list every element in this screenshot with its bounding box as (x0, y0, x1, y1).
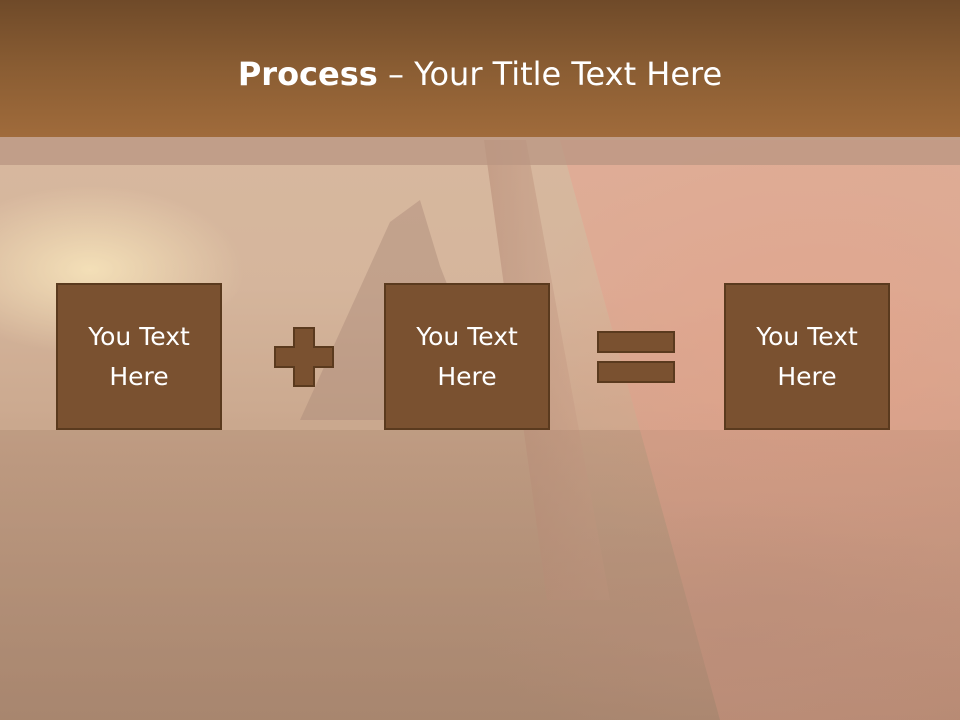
title-dash: – (377, 55, 415, 93)
title-bar (0, 0, 960, 137)
process-step-1[interactable]: You Text Here (56, 283, 222, 430)
step-3-text: You Text Here (756, 321, 858, 391)
equals-icon (597, 331, 675, 383)
background-sleeping-bag (480, 500, 960, 720)
step-2-text: You Text Here (416, 321, 518, 391)
plus-icon (274, 327, 334, 387)
title-bold-text: Process (237, 55, 378, 93)
slide-title[interactable]: Process – Your Title Text Here (0, 52, 960, 96)
process-step-3[interactable]: You Text Here (724, 283, 890, 430)
process-step-2[interactable]: You Text Here (384, 283, 550, 430)
title-rest-text: Your Title Text Here (414, 55, 723, 93)
title-bar-band (0, 137, 960, 165)
step-1-text: You Text Here (88, 321, 190, 391)
